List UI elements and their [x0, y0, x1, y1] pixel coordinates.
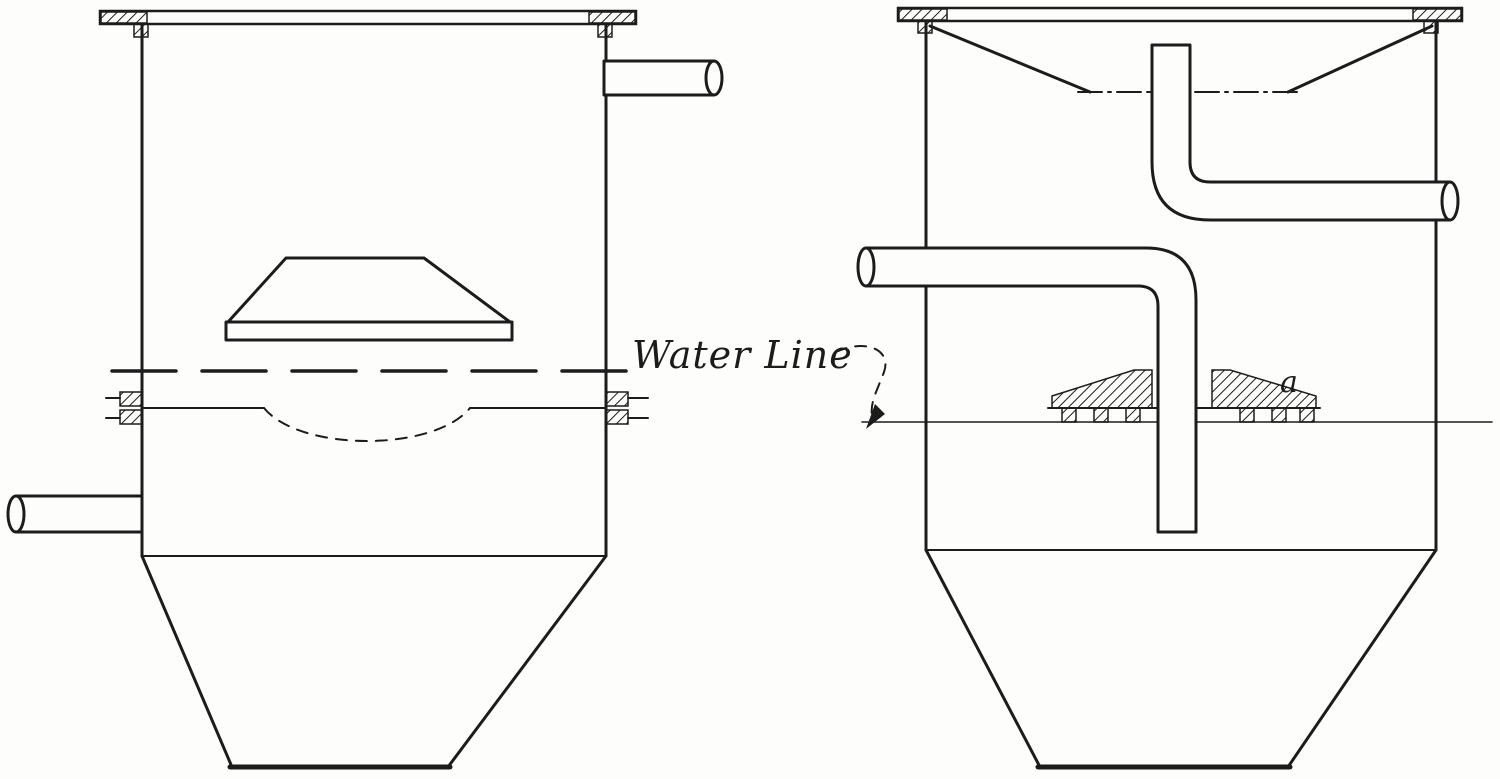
leader-arrowhead-icon [866, 404, 885, 429]
inlet-pipe-end-cap [6, 494, 26, 534]
left-tank-baffle-cover [224, 256, 514, 342]
right-tank-hopper-slopes [924, 548, 1438, 769]
down-pipe-body [864, 246, 1198, 534]
left-tank-lid-hatch-right [588, 11, 636, 24]
right-tank: a [856, 6, 1493, 770]
left-tank-inlet-pipe [6, 494, 144, 534]
flange-block [605, 409, 629, 425]
left-tank-outlet-pipe [602, 59, 724, 97]
flange-block [119, 391, 143, 407]
left-tank [6, 9, 724, 770]
left-tank-rim-stub-right [597, 23, 613, 38]
water-line-annotation: Water Line [632, 333, 887, 429]
inlet-pipe-body [14, 494, 144, 534]
float-wing-left [1051, 369, 1153, 409]
water-line-label: Water Line [632, 333, 853, 377]
right-tank-lid-hatch-left [898, 8, 948, 21]
right-tank-rim-stub-right [1423, 20, 1439, 34]
top-pipe-body [1150, 43, 1452, 222]
baffle-plate [224, 320, 514, 342]
right-tank-rim-stub-left [917, 20, 933, 34]
right-tank-funnel [928, 24, 1434, 94]
left-tank-lid-hatch-left [100, 11, 148, 24]
flange-block [605, 391, 629, 407]
outlet-pipe-end-cap [704, 59, 724, 97]
right-tank-top-outlet-pipe [1150, 43, 1460, 222]
left-tank-lid [98, 9, 638, 26]
float-wing-right [1211, 369, 1317, 409]
flange-bolt-stubs [627, 397, 649, 419]
right-tank-inlet-down-pipe [856, 246, 1198, 534]
outlet-pipe-body [602, 59, 716, 97]
left-tank-hopper-slopes [140, 554, 608, 769]
flange-bolt-stubs [105, 397, 121, 419]
leader-dashed-curve [835, 344, 887, 417]
left-tank-sag-dashed-curve [263, 407, 471, 442]
left-tank-flange-right [605, 391, 649, 425]
left-tank-flange-left [105, 391, 143, 425]
top-pipe-end-cap [1440, 180, 1460, 222]
float-teeth [1061, 407, 1315, 423]
part-label-a: a [1280, 365, 1298, 400]
right-tank-lid-hatch-right [1412, 8, 1462, 21]
left-tank-rim-stub-left [133, 23, 149, 38]
right-tank-lid [896, 6, 1464, 23]
baffle-cone [226, 256, 512, 324]
flange-block [119, 409, 143, 425]
down-pipe-end-cap [856, 246, 876, 288]
